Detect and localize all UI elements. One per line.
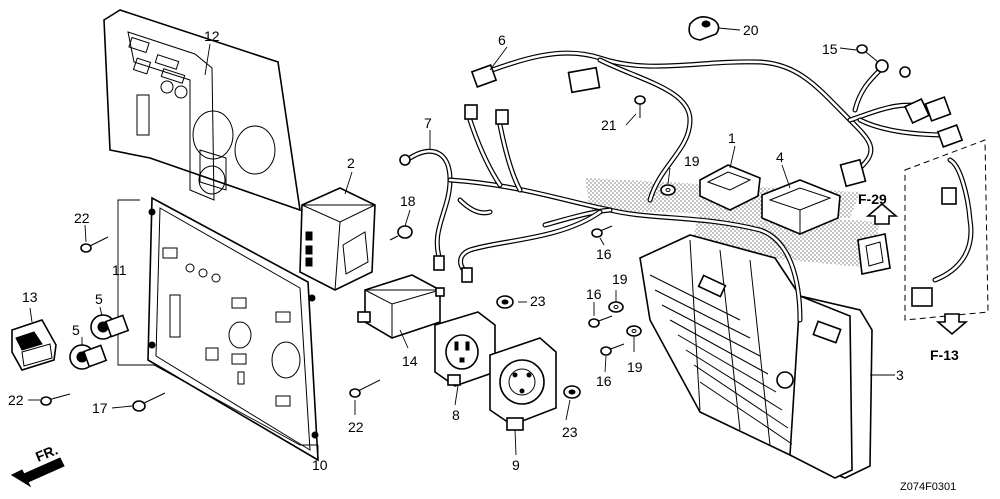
washer-19-a bbox=[660, 184, 676, 196]
inverter-unit bbox=[639, 234, 895, 479]
panel-label-sheet bbox=[103, 9, 301, 212]
label-4: 4 bbox=[776, 149, 784, 165]
label-22-top: 22 bbox=[74, 210, 90, 226]
bolt-16-a bbox=[591, 225, 613, 238]
cable-clip bbox=[688, 16, 720, 41]
outlet-receptacle-8 bbox=[434, 311, 496, 387]
circuit-protector-lower bbox=[69, 344, 108, 370]
label-8: 8 bbox=[452, 407, 460, 423]
ref-f29-arrow bbox=[865, 202, 899, 225]
outlet-receptacle-9 bbox=[489, 337, 557, 431]
label-7: 7 bbox=[424, 115, 432, 131]
front-label: FR. bbox=[33, 441, 60, 464]
label-10: 10 bbox=[312, 457, 328, 473]
bolt-15 bbox=[856, 44, 879, 63]
circuit-breaker bbox=[357, 274, 445, 339]
nut-23-upper bbox=[496, 295, 514, 309]
label-23-upper: 23 bbox=[530, 293, 546, 309]
label-21: 21 bbox=[601, 117, 617, 133]
bolt-21 bbox=[634, 95, 646, 118]
label-14: 14 bbox=[402, 353, 418, 369]
label-16-low: 16 bbox=[596, 373, 612, 389]
label-11: 11 bbox=[112, 262, 127, 278]
screw-22-right bbox=[349, 379, 381, 398]
engine-switch bbox=[11, 319, 57, 371]
label-12: 12 bbox=[204, 28, 220, 44]
label-16-mid: 16 bbox=[586, 286, 602, 302]
control-module bbox=[761, 179, 841, 235]
front-arrow bbox=[10, 457, 65, 488]
washer-19-c bbox=[626, 325, 642, 337]
nut-23-lower bbox=[563, 385, 581, 399]
label-23-lower: 23 bbox=[562, 424, 578, 440]
label-22-left: 22 bbox=[8, 392, 24, 408]
label-6: 6 bbox=[498, 32, 506, 48]
main-wire-harness bbox=[470, 50, 964, 203]
screw-22-top bbox=[80, 236, 109, 253]
label-3: 3 bbox=[896, 367, 904, 383]
label-5-upper: 5 bbox=[95, 291, 103, 307]
circuit-protector-upper bbox=[90, 314, 130, 340]
label-5-lower: 5 bbox=[72, 322, 80, 338]
ref-f13-box bbox=[904, 139, 989, 336]
label-20: 20 bbox=[743, 22, 759, 38]
control-panel bbox=[117, 196, 319, 462]
grommet bbox=[857, 233, 891, 275]
sub-wire-harness bbox=[399, 104, 803, 323]
bolt-18 bbox=[389, 225, 413, 241]
label-9: 9 bbox=[512, 457, 520, 473]
ref-f13-label: F-13 bbox=[930, 347, 959, 363]
label-18: 18 bbox=[400, 193, 416, 209]
label-16-top: 16 bbox=[596, 246, 612, 262]
washer-19-b bbox=[608, 301, 624, 313]
screw-22-bottom bbox=[40, 393, 71, 406]
label-15: 15 bbox=[822, 41, 838, 57]
label-19-low: 19 bbox=[627, 359, 643, 375]
bolt-16-c bbox=[600, 343, 625, 356]
rectifier-module bbox=[699, 164, 761, 211]
label-19-top: 19 bbox=[684, 153, 700, 169]
bolt-17 bbox=[132, 392, 166, 412]
leader-lines bbox=[28, 27, 857, 456]
bolt-16-b bbox=[588, 315, 613, 328]
label-2: 2 bbox=[347, 155, 355, 171]
label-1: 1 bbox=[728, 130, 736, 146]
label-19-mid: 19 bbox=[612, 271, 628, 287]
label-22-right: 22 bbox=[348, 419, 364, 435]
ref-f29-label: F-29 bbox=[858, 191, 887, 207]
label-13: 13 bbox=[22, 289, 38, 305]
drawing-code: Z074F0301 bbox=[900, 481, 956, 493]
receptacle-box bbox=[299, 187, 376, 291]
label-17: 17 bbox=[92, 400, 108, 416]
